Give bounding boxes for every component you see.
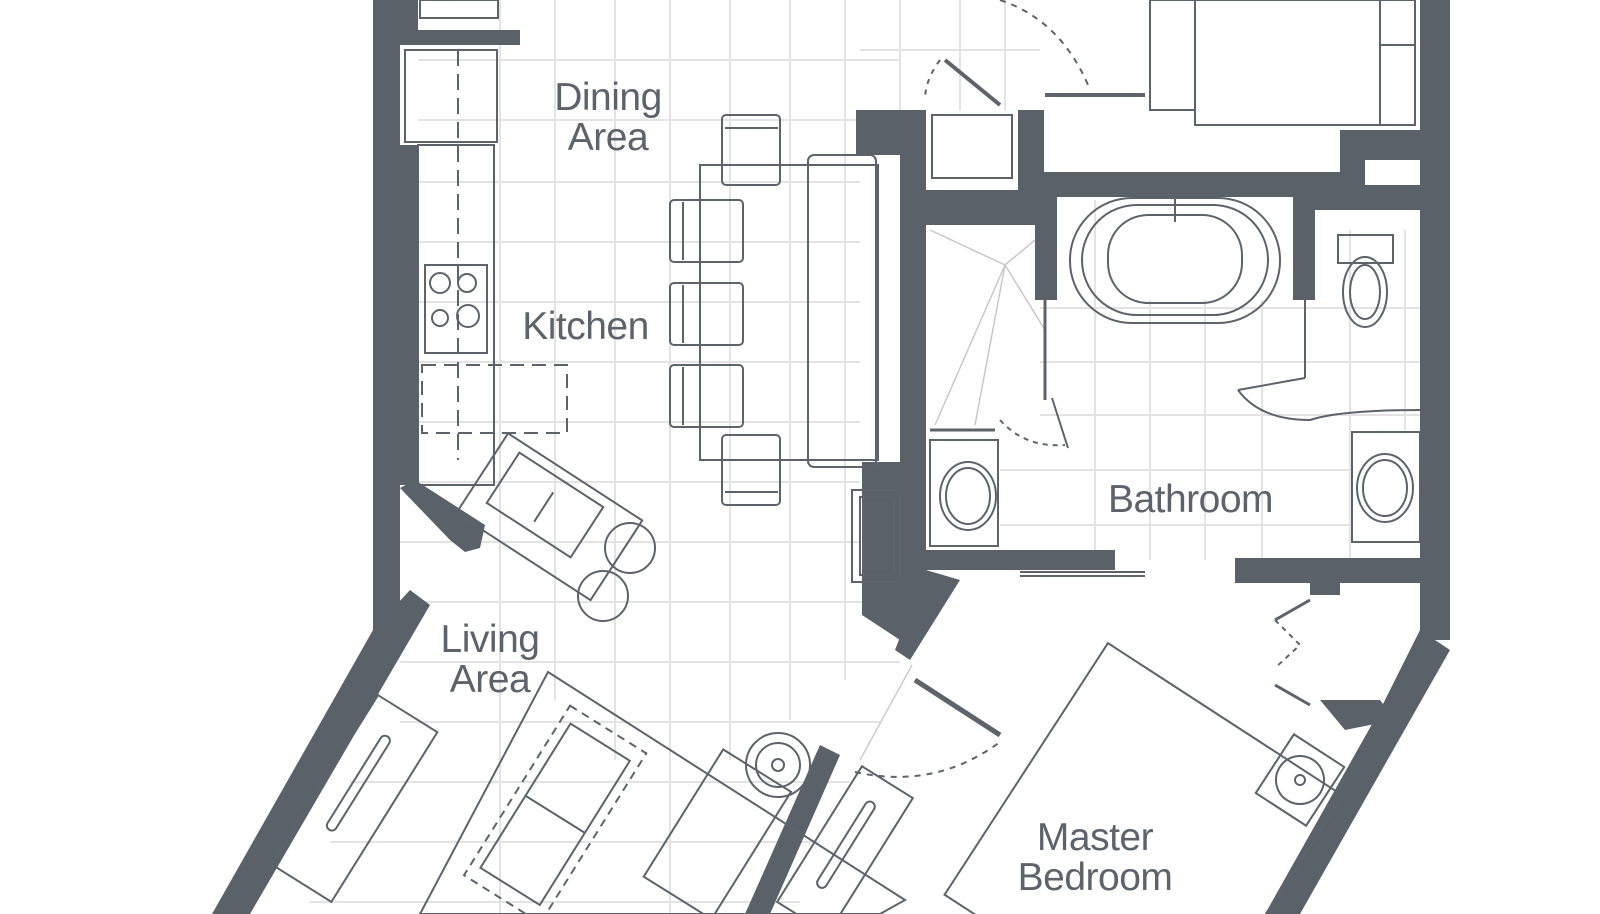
label-line: Living — [440, 618, 540, 661]
door — [943, 58, 1002, 107]
cabinet-top — [419, 0, 499, 19]
label-line: Kitchen — [522, 305, 649, 348]
bedroom-tv-console — [775, 764, 915, 914]
label-line: Master — [1036, 816, 1154, 859]
armchair — [642, 748, 793, 914]
rug — [418, 670, 907, 914]
toilet — [1337, 234, 1394, 328]
label-line: Bathroom — [1107, 478, 1274, 521]
room-label-master-bedroom: Master Bedroom — [995, 818, 1195, 898]
room-label-kitchen: Kitchen — [508, 307, 663, 347]
side-table — [745, 732, 811, 798]
bar-stool — [604, 522, 656, 574]
bathtub — [1069, 197, 1281, 324]
label-line: Dining — [554, 76, 662, 119]
cooktop — [424, 264, 488, 354]
room-label-living-area: Living Area — [425, 620, 555, 700]
dining-table — [699, 164, 879, 461]
credenza — [807, 154, 877, 468]
shower — [929, 229, 1046, 426]
label-line: Area — [567, 116, 649, 159]
bathroom-sink-right — [1351, 431, 1421, 543]
room-label-dining-area: Dining Area — [538, 78, 678, 158]
bar-stool — [577, 570, 629, 622]
label-line: Area — [449, 658, 531, 701]
bathroom-sink-left — [929, 439, 999, 547]
room-label-bathroom: Bathroom — [1088, 480, 1293, 520]
door-swing — [999, 0, 1089, 86]
fixtures — [270, 0, 1421, 914]
dining-chairs — [669, 114, 781, 506]
bed — [943, 641, 1345, 914]
walls — [212, 0, 1450, 914]
floor-grid — [310, 0, 1420, 914]
closet — [851, 489, 901, 583]
sofa — [462, 704, 648, 914]
label-line: Bedroom — [1017, 856, 1173, 899]
nightstand — [1254, 732, 1346, 828]
tv-console — [270, 693, 439, 904]
refrigerator — [404, 49, 498, 143]
kitchen-sink-island — [454, 431, 644, 602]
bed — [1194, 0, 1381, 126]
dishwasher — [421, 364, 568, 434]
